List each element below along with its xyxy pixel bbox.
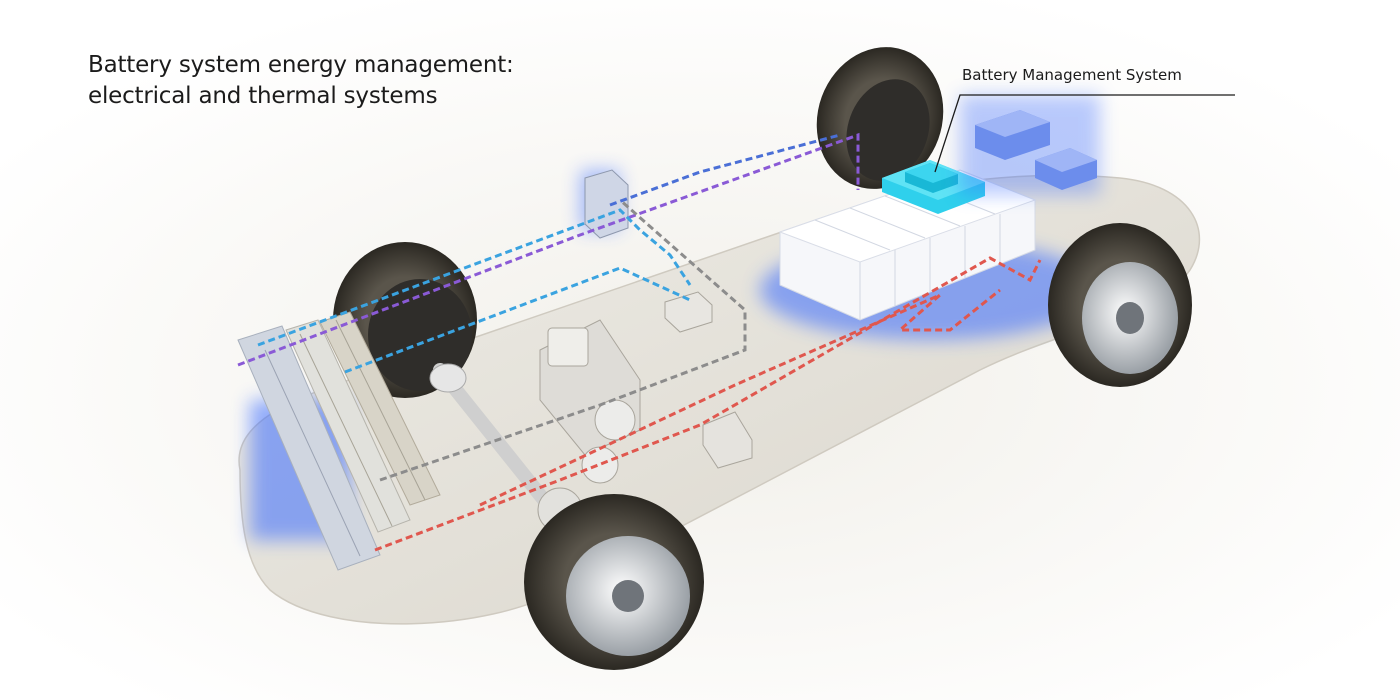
coolant-line-hot (374, 256, 1042, 552)
coolant-line-hot-2 (479, 288, 1001, 507)
radiator-stack (237, 311, 441, 571)
energy-lines (237, 132, 1042, 552)
bms-module (882, 160, 985, 214)
front-right-wheel (524, 494, 704, 670)
page-title: Battery system energy management: electr… (88, 50, 514, 112)
signal-line-gray (379, 198, 747, 482)
auxiliary-modules (960, 95, 1100, 195)
bms-callout-line (934, 94, 1235, 173)
title-line-2: electrical and thermal systems (88, 83, 438, 109)
bms-callout-label: Battery Management System (962, 66, 1182, 84)
inverter (702, 411, 753, 469)
electrical-line-violet (237, 132, 860, 367)
junction-component (664, 291, 713, 333)
electrical-line-blue (609, 133, 841, 207)
connector-box (580, 169, 629, 239)
motor-assembly (429, 319, 641, 533)
coolant-line-cold (257, 208, 692, 347)
coolant-line-cold-2 (344, 266, 691, 374)
title-line-1: Battery system energy management: (88, 52, 514, 78)
rear-right-wheel (1048, 223, 1192, 387)
rear-left-wheel (816, 47, 944, 189)
